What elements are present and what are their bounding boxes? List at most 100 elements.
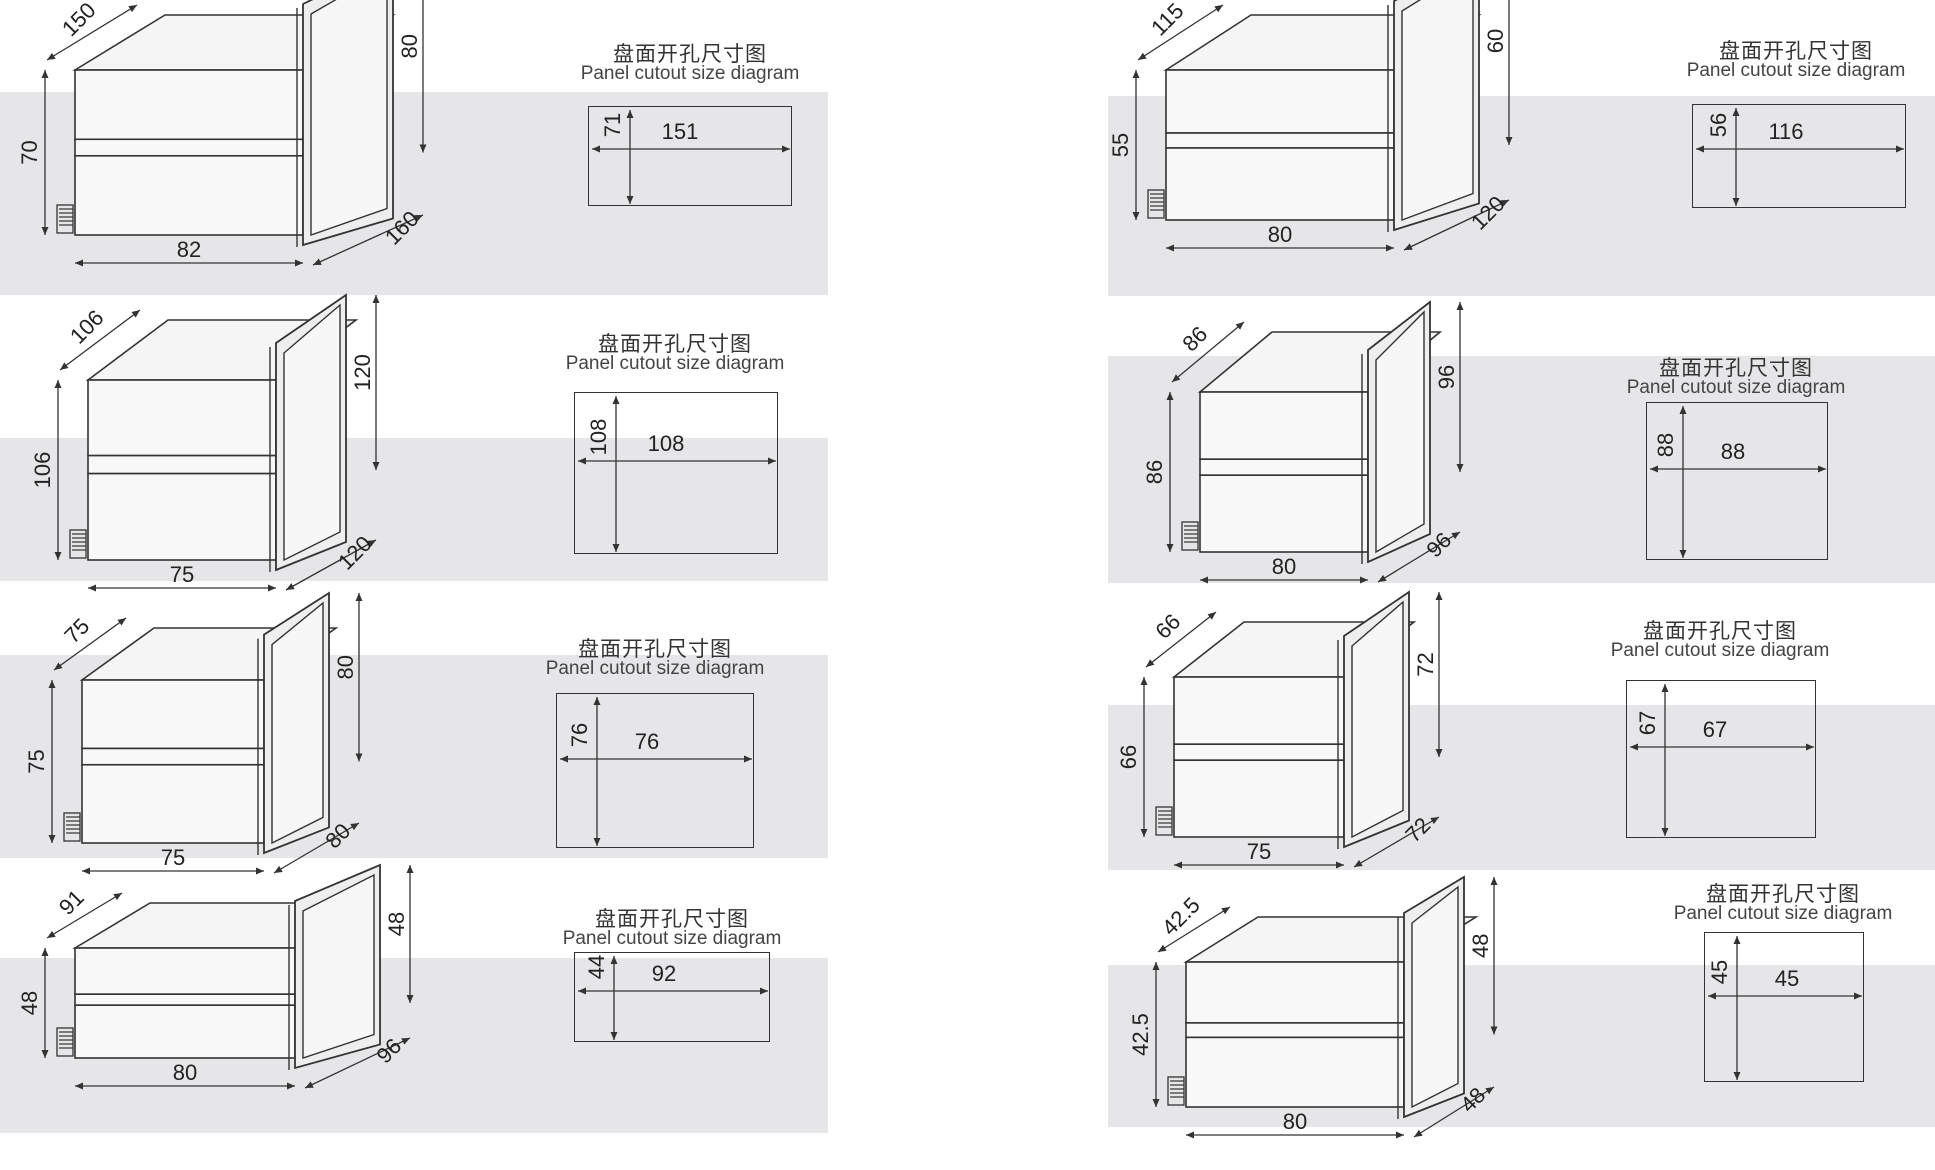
- face-height-label: 60: [1483, 29, 1508, 53]
- terminal-block: [63, 812, 81, 842]
- device-body: [1183, 916, 1479, 1108]
- depth-dimension-line: [1171, 321, 1245, 383]
- terminal-block: [56, 204, 74, 234]
- face-width-dimension-line: [273, 822, 360, 874]
- width-dimension-line: [1166, 244, 1394, 252]
- cutout-title-en: Panel cutout size diagram: [1610, 640, 1830, 661]
- width-dimension-line: [75, 1082, 295, 1090]
- depth-dimension-line: [1145, 611, 1217, 668]
- front-bezel: [288, 863, 381, 1070]
- height-dimension-line: [1140, 677, 1148, 837]
- height-dimension-line: [48, 680, 56, 843]
- cutout-title-en: Panel cutout size diagram: [1686, 60, 1906, 81]
- face-height-label: 96: [1434, 365, 1459, 389]
- height-dimension-line: [41, 70, 49, 235]
- cutout-width-line: [560, 755, 752, 763]
- cutout-height-label: 108: [586, 419, 611, 456]
- front-bezel: [1387, 0, 1480, 232]
- face-height-label: 48: [1468, 934, 1493, 958]
- face-height-dimension-line: [419, 0, 427, 153]
- cutout-title-zh: 盘面开孔尺寸图: [613, 42, 767, 66]
- width-label: 82: [177, 237, 201, 262]
- depth-label: 42.5: [1157, 892, 1205, 940]
- terminal-block: [1167, 1076, 1185, 1106]
- width-label: 75: [170, 562, 194, 587]
- cutout-height-line: [1661, 684, 1669, 836]
- height-label: 55: [1108, 133, 1133, 157]
- cutout-rectangle: 67 67: [1626, 680, 1816, 838]
- depth-label: 115: [1146, 0, 1188, 41]
- cutout-height-line: [612, 396, 620, 552]
- face-width-dimension-line: [1353, 816, 1440, 868]
- face-height-dimension-line: [355, 593, 363, 762]
- cutout-title-en: Panel cutout size diagram: [580, 63, 800, 84]
- front-bezel: [1337, 590, 1410, 849]
- height-dimension-line: [1152, 962, 1160, 1107]
- cutout-width-line: [1696, 145, 1904, 153]
- face-width-dimension-line: [304, 1037, 411, 1089]
- height-label: 48: [17, 991, 42, 1015]
- width-label: 80: [173, 1060, 197, 1085]
- height-label: 106: [30, 452, 55, 489]
- cutout-title-zh: 盘面开孔尺寸图: [595, 907, 749, 931]
- width-dimension-line: [82, 867, 264, 875]
- cutout-title-zh: 盘面开孔尺寸图: [1643, 619, 1797, 643]
- width-dimension-line: [88, 584, 276, 592]
- cutout-width-label: 76: [635, 729, 659, 754]
- cutout-title-zh: 盘面开孔尺寸图: [598, 332, 752, 356]
- cutout-height-line: [1733, 936, 1741, 1080]
- cutout-width-label: 45: [1775, 966, 1799, 991]
- face-width-dimension-line: [285, 539, 377, 591]
- face-height-label: 120: [350, 354, 375, 391]
- terminal-block: [56, 1027, 74, 1057]
- depth-label: 66: [1150, 609, 1185, 644]
- front-bezel: [269, 293, 347, 572]
- cutout-width-line: [578, 987, 768, 995]
- cutout-height-label: 67: [1635, 711, 1660, 735]
- depth-label: 106: [65, 305, 109, 349]
- cutout-title-en: Panel cutout size diagram: [545, 658, 765, 679]
- cutout-height-line: [610, 956, 618, 1040]
- face-height-dimension-line: [1435, 592, 1443, 757]
- face-height-dimension-line: [1456, 302, 1464, 472]
- cutout-height-label: 71: [600, 113, 625, 137]
- front-bezel: [1397, 875, 1465, 1119]
- height-label: 70: [17, 140, 42, 164]
- cutout-height-label: 44: [584, 955, 609, 979]
- cutout-title-zh: 盘面开孔尺寸图: [1706, 882, 1860, 906]
- depth-dimension-line: [1137, 4, 1224, 61]
- face-width-dimension-line: [1377, 531, 1461, 583]
- cutout-title-en: Panel cutout size diagram: [1673, 903, 1893, 924]
- face-height-label: 80: [397, 34, 422, 58]
- height-label: 86: [1142, 460, 1167, 484]
- height-label: 75: [24, 749, 49, 773]
- depth-dimension-line: [46, 4, 138, 61]
- cutout-height-line: [593, 697, 601, 846]
- cutout-height-line: [626, 110, 634, 204]
- cutout-width-label: 67: [1703, 717, 1727, 742]
- height-dimension-line: [1132, 70, 1140, 220]
- depth-label: 86: [1177, 321, 1212, 356]
- cutout-title-zh: 盘面开孔尺寸图: [578, 637, 732, 661]
- cutout-width-line: [578, 457, 776, 465]
- terminal-block: [69, 529, 87, 559]
- width-label: 80: [1272, 554, 1296, 579]
